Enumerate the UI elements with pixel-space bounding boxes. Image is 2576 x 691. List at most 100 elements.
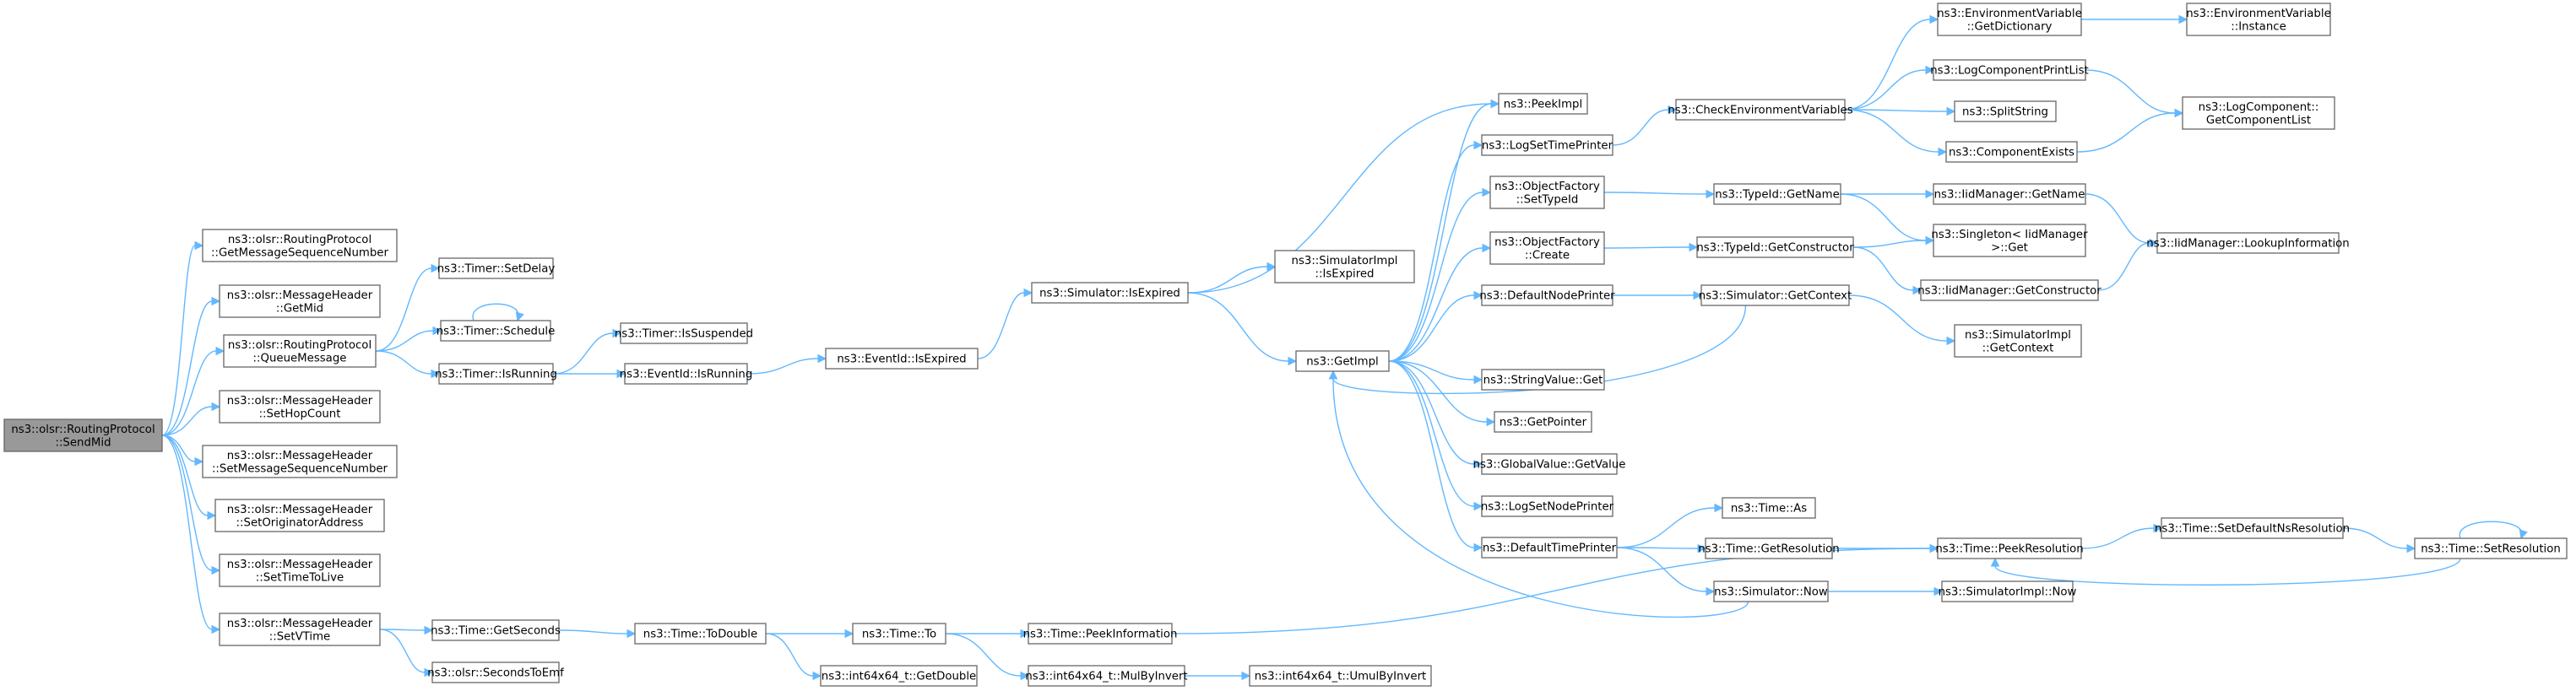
node-simisexpired[interactable]: ns3::Simulator::IsExpired — [1031, 282, 1189, 304]
node-timesetdefres[interactable]: ns3::Time::SetDefaultNsResolution — [2155, 517, 2350, 539]
node-label: ::SetTypeId — [1516, 193, 1579, 206]
node-setvtime[interactable]: ns3::olsr::MessageHeader::SetVTime — [219, 613, 381, 646]
node-timegetsec[interactable]: ns3::Time::GetSeconds — [431, 619, 561, 641]
node-setmsn[interactable]: ns3::olsr::MessageHeader::SetMessageSequ… — [202, 445, 398, 478]
node-evisrunning[interactable]: ns3::EventId::IsRunning — [620, 363, 753, 385]
edge-line — [472, 303, 519, 321]
node-simgetctx[interactable]: ns3::Simulator::GetContext — [1699, 284, 1852, 306]
edge-line — [1187, 292, 1289, 362]
node-checkenv[interactable]: ns3::CheckEnvironmentVariables — [1668, 99, 1853, 121]
node-iidgetname[interactable]: ns3::IidManager::GetName — [1933, 183, 2086, 205]
node-logsetnode[interactable]: ns3::LogSetNodePrinter — [1481, 495, 1614, 517]
edge-arrowhead — [1693, 290, 1703, 300]
node-box — [2182, 96, 2335, 130]
node-label: ns3::Time::GetResolution — [1698, 543, 1839, 556]
node-ofsettypeid[interactable]: ns3::ObjectFactory::SetTypeId — [1489, 175, 1605, 209]
node-label: GetComponentList — [2206, 114, 2311, 127]
node-compexists[interactable]: ns3::ComponentExists — [1945, 141, 2078, 163]
node-sendmid[interactable]: ns3::olsr::RoutingProtocol::SendMid — [3, 418, 163, 452]
node-timetodouble[interactable]: ns3::Time::ToDouble — [634, 623, 767, 645]
edge-line — [2085, 193, 2150, 244]
node-typeidgetname[interactable]: ns3::TypeId::GetName — [1713, 183, 1841, 205]
node-simimplgetctx[interactable]: ns3::SimulatorImpl::GetContext — [1954, 324, 2082, 358]
node-i64umulbyinv[interactable]: ns3::int64x64_t::UmulByInvert — [1249, 665, 1432, 687]
node-getimpl[interactable]: ns3::GetImpl — [1295, 350, 1390, 372]
edge-arrowhead — [211, 402, 221, 412]
node-deftimeprinter[interactable]: ns3::DefaultTimePrinter — [1481, 537, 1618, 559]
node-getmid[interactable]: ns3::olsr::MessageHeader::GetMid — [219, 284, 381, 318]
node-setttl[interactable]: ns3::olsr::MessageHeader::SetTimeToLive — [219, 553, 381, 587]
node-box — [1700, 284, 1850, 306]
edge-line — [2342, 527, 2408, 549]
node-i64mulbyinv[interactable]: ns3::int64x64_t::MulByInvert — [1025, 665, 1188, 687]
node-label: ns3::olsr::MessageHeader — [227, 450, 373, 462]
node-ofcreate[interactable]: ns3::ObjectFactory::Create — [1489, 231, 1605, 265]
edge-getimpl-deftimeprinter — [1388, 360, 1483, 553]
node-strvalget[interactable]: ns3::StringValue::Get — [1481, 369, 1605, 391]
node-issuspended[interactable]: ns3::Timer::IsSuspended — [615, 322, 753, 344]
node-iidgetctor[interactable]: ns3::IidManager::GetConstructor — [1917, 279, 2101, 301]
node-defnodeprinter[interactable]: ns3::DefaultNodePrinter — [1479, 284, 1615, 306]
node-setdelay[interactable]: ns3::Timer::SetDelay — [437, 257, 556, 279]
node-envgetdict[interactable]: ns3::EnvironmentVariable::GetDictionary — [1937, 3, 2082, 36]
node-isrunning[interactable]: ns3::Timer::IsRunning — [435, 363, 557, 385]
node-timepeekres[interactable]: ns3::Time::PeekResolution — [1935, 537, 2084, 559]
edge-line — [1616, 547, 1707, 592]
edge-evisexpired-simisexpired — [977, 288, 1033, 359]
node-gvgetvalue[interactable]: ns3::GlobalValue::GetValue — [1473, 453, 1626, 475]
node-envinstance[interactable]: ns3::EnvironmentVariable::Instance — [2186, 3, 2331, 36]
node-logsettime[interactable]: ns3::LogSetTimePrinter — [1481, 134, 1613, 156]
node-label: ns3::olsr::SecondsToEmf — [427, 667, 564, 680]
node-getpointer[interactable]: ns3::GetPointer — [1494, 411, 1592, 433]
edge-line — [1388, 294, 1475, 362]
node-box — [1954, 324, 2082, 358]
node-box — [1481, 284, 1613, 306]
edge-arrowhead — [431, 263, 441, 273]
node-label: ns3::Timer::IsRunning — [435, 369, 557, 381]
edge-arrowhead — [1933, 586, 1944, 597]
node-timegetres[interactable]: ns3::Time::GetResolution — [1698, 537, 1840, 559]
node-secondstoemf[interactable]: ns3::olsr::SecondsToEmf — [427, 661, 564, 683]
edge-timetodouble-timeto — [766, 629, 854, 639]
node-logcompprint[interactable]: ns3::LogComponentPrintList — [1930, 59, 2089, 81]
edge-line — [161, 435, 213, 571]
node-box — [1937, 3, 2082, 36]
node-label: ::SendMid — [55, 436, 111, 449]
node-singletonget[interactable]: ns3::Singleton< IidManager>::Get — [1931, 224, 2088, 257]
node-queuemsg[interactable]: ns3::olsr::RoutingProtocol::QueueMessage — [223, 334, 377, 368]
edge-line — [945, 633, 1022, 677]
node-schedule[interactable]: ns3::Timer::Schedule — [437, 320, 556, 342]
node-iidlookup[interactable]: ns3::IidManager::LookupInformation — [2146, 232, 2350, 254]
node-label: ns3::Time::GetSeconds — [431, 625, 561, 638]
node-box — [219, 613, 381, 646]
node-simimplisexp[interactable]: ns3::SimulatorImpl::IsExpired — [1274, 250, 1415, 283]
edge-line — [1840, 193, 1927, 241]
edge-iidgetctor-iidlookup — [2097, 238, 2159, 291]
node-sethop[interactable]: ns3::olsr::MessageHeader::SetHopCount — [219, 390, 381, 424]
edge-line — [2097, 242, 2150, 291]
node-timepeekinfo[interactable]: ns3::Time::PeekInformation — [1023, 623, 1178, 645]
node-setorig[interactable]: ns3::olsr::MessageHeader::SetOriginatorA… — [214, 499, 385, 532]
edge-simisexpired-getimpl — [1187, 292, 1298, 366]
node-peekimpl[interactable]: ns3::PeekImpl — [1498, 93, 1588, 115]
node-box — [634, 623, 767, 645]
edge-line — [1603, 192, 1707, 195]
node-timeas[interactable]: ns3::Time::As — [1722, 497, 1816, 519]
edge-sendmid-queuemsg — [161, 346, 225, 436]
node-label: ::SetOriginatorAddress — [236, 516, 364, 529]
node-simnow[interactable]: ns3::Simulator::Now — [1713, 580, 1829, 602]
node-typeidgetctor[interactable]: ns3::TypeId::GetConstructor — [1696, 236, 1854, 258]
node-timesetres[interactable]: ns3::Time::SetResolution — [2414, 537, 2568, 559]
node-label: ns3::CheckEnvironmentVariables — [1668, 105, 1852, 117]
node-box — [1028, 623, 1173, 645]
node-splitstring[interactable]: ns3::SplitString — [1954, 100, 2057, 122]
node-getmsn[interactable]: ns3::olsr::RoutingProtocol::GetMessageSe… — [202, 229, 398, 262]
node-i64getdouble[interactable]: ns3::int64x64_t::GetDouble — [820, 665, 978, 687]
node-simimplnow[interactable]: ns3::SimulatorImpl::Now — [1939, 580, 2077, 602]
edge-arrowhead — [1946, 336, 1956, 346]
edge-timepeekres-timesetdefres — [2080, 523, 2163, 549]
node-logcompget[interactable]: ns3::LogComponent::GetComponentList — [2182, 96, 2335, 130]
node-evisexpired[interactable]: ns3::EventId::IsExpired — [825, 348, 979, 370]
node-timeto[interactable]: ns3::Time::To — [852, 623, 946, 645]
edge-line — [1187, 266, 1268, 294]
